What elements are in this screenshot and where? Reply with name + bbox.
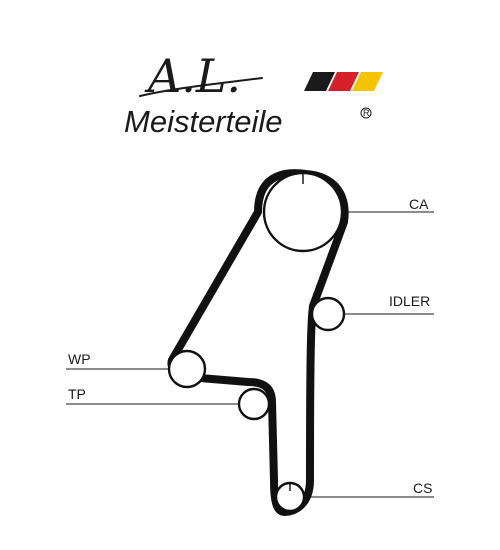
label-ca: CA — [409, 196, 429, 212]
flag-stripe-gold — [352, 72, 383, 91]
registered-mark-text: R — [363, 108, 370, 118]
label-cs: CS — [413, 480, 432, 496]
brand-logo: A.L. Meisterteile R — [124, 49, 383, 139]
label-wp: WP — [68, 351, 91, 367]
logo-swoosh — [139, 77, 263, 97]
pulley-idler — [310, 296, 346, 332]
flag-stripe-black — [304, 72, 335, 91]
pulley-cs — [274, 481, 306, 513]
logo-initials: A.L. — [144, 49, 241, 103]
logo-wordmark: Meisterteile — [124, 104, 283, 139]
pulley-ca — [262, 171, 344, 253]
flag-stripe-red — [328, 72, 359, 91]
registered-circle — [360, 107, 372, 119]
label-idler: IDLER — [389, 293, 430, 309]
flag-stripes — [304, 72, 383, 91]
pulley-wp — [167, 349, 207, 389]
pulley-tp — [237, 387, 271, 421]
label-tp: TP — [68, 386, 86, 402]
